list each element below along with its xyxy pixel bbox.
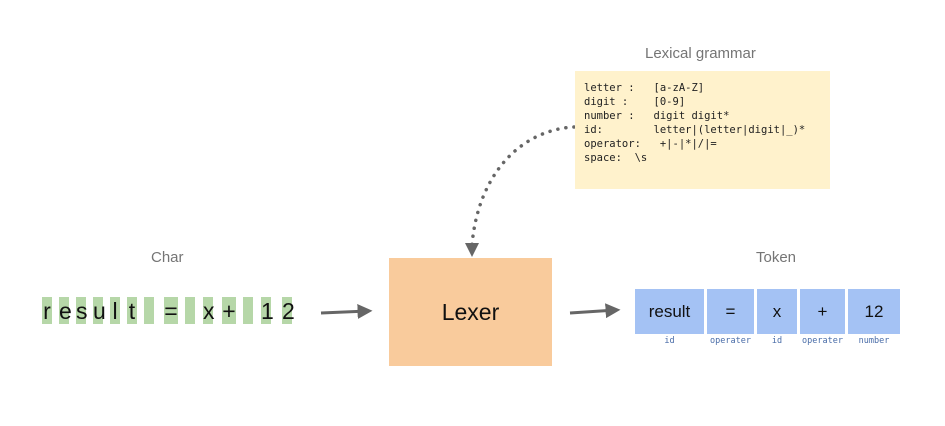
char-cell: s: [76, 297, 88, 324]
char-cell: 1: [261, 297, 274, 324]
char-cell: x: [203, 297, 215, 324]
char-cell: =: [164, 297, 178, 324]
arrow-char-to-lexer: [320, 303, 373, 319]
char-cell: [243, 297, 253, 324]
token-cell: =: [707, 289, 754, 334]
char-cell: u: [93, 297, 106, 324]
token-value: 12: [864, 301, 884, 321]
token-type: id: [771, 336, 783, 346]
grammar-line-number: number : digit digit*: [584, 110, 730, 122]
char-cell: l: [110, 297, 120, 324]
char-cell: e: [59, 297, 72, 324]
arrow-lexer-to-token: [569, 303, 621, 319]
lexer-box: Lexer: [389, 258, 552, 366]
grammar-line-letter: letter : [a-zA-Z]: [584, 82, 705, 94]
char-cell: r: [42, 297, 52, 324]
lexer-label: Lexer: [441, 298, 500, 325]
token-type: number: [858, 336, 890, 346]
grammar-box: letter : [a-zA-Z] digit : [0-9] number :…: [575, 71, 830, 189]
token-value: x: [772, 301, 782, 321]
dotted-arrow-head: [465, 243, 479, 257]
grammar-line-id: id: letter|(letter|digit|_)*: [584, 124, 806, 136]
token-cell: +: [800, 289, 845, 334]
token-value: =: [725, 301, 736, 321]
token-value: result: [648, 301, 691, 321]
token-cell: result: [635, 289, 704, 334]
char-cell: 2: [282, 297, 295, 324]
grammar-line-digit: digit : [0-9]: [584, 96, 686, 108]
char-cell: [144, 297, 154, 324]
token-value: +: [817, 301, 828, 321]
grammar-title: Lexical grammar: [645, 45, 756, 62]
token-type: operater: [802, 336, 843, 346]
char-cell: [185, 297, 195, 324]
token-cell: 12: [848, 289, 900, 334]
token-cell: x: [757, 289, 797, 334]
token-label: Token: [756, 249, 797, 266]
char-label: Char: [151, 249, 184, 266]
arrow-grammar-to-lexer: [470, 125, 576, 247]
char-cell: t: [127, 297, 137, 324]
token-type: operater: [710, 336, 751, 346]
grammar-line-operator: operator: +|-|*|/|=: [584, 138, 717, 150]
char-cell: +: [222, 297, 236, 324]
grammar-line-space: space: \s: [584, 152, 648, 164]
token-type: id: [664, 336, 675, 346]
